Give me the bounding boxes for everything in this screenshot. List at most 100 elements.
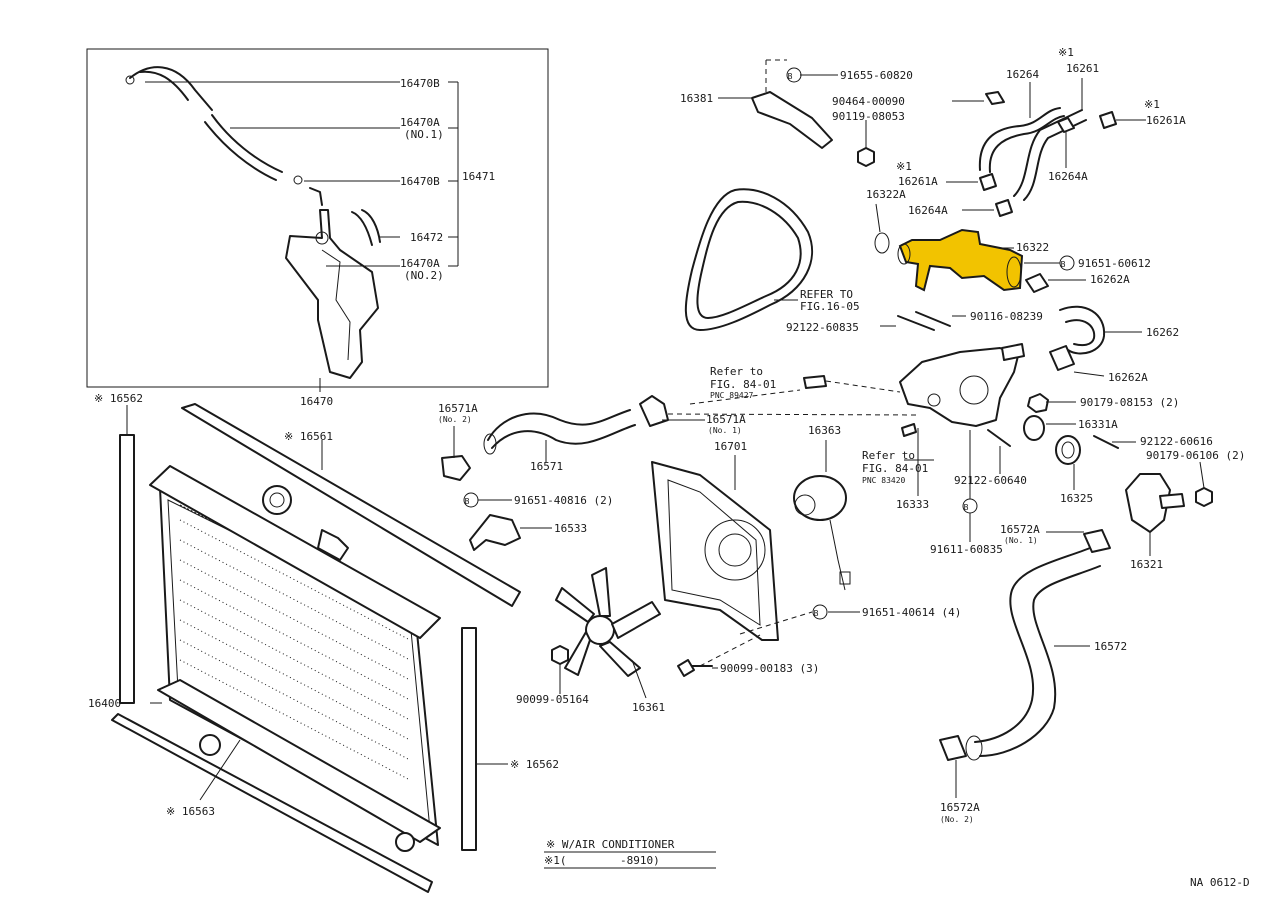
hose-16470B-top: [129, 66, 213, 111]
reservoir-inset: [86, 48, 549, 392]
label-16321: 16321: [1130, 558, 1163, 571]
drive-belt: [684, 188, 813, 331]
label-16572A-no2-sub: (No. 2): [940, 815, 974, 824]
label-16262A-bot: 16262A: [1108, 371, 1148, 384]
label-refer-8401a-l1: Refer to: [710, 365, 763, 378]
bypass-hose-group: [946, 78, 1146, 217]
clamp-16261A-right: [1099, 111, 1117, 129]
mark-b-2: B: [814, 609, 819, 618]
legend-notes: [544, 851, 716, 869]
reservoir-tank: [285, 209, 379, 379]
water-inlet-housing: [899, 347, 1019, 427]
label-16563: ※ 16563: [166, 805, 215, 818]
mark-16261A-right: ※1: [1144, 98, 1160, 111]
fan-shroud-16701: [651, 461, 779, 641]
label-16572A-no1: 16572A: [1000, 523, 1040, 536]
label-refer-1605-l2: FIG.16-05: [800, 300, 860, 313]
label-16470A-no1: 16470A: [400, 116, 440, 129]
water-inlet-group: [1125, 461, 1213, 556]
seal-16563: [111, 713, 433, 893]
label-90179-06106: 90179-06106 (2): [1146, 449, 1245, 462]
label-16571A-no1-sub: (No. 1): [708, 426, 742, 435]
label-16333: 16333: [896, 498, 929, 511]
label-refer-8401b-pnc: PNC 83420: [862, 476, 906, 485]
bracket-16381: [751, 91, 833, 149]
label-16562-left: ※ 16562: [94, 392, 143, 405]
label-16322A: 16322A: [866, 188, 906, 201]
label-16470B-mid: 16470B: [400, 175, 440, 188]
gasket-16325: [1055, 435, 1081, 465]
fan-motor-16363: [793, 475, 847, 521]
sensor-pnc-83420: [901, 423, 917, 437]
hose-16572: [974, 547, 1091, 743]
hose-16262: [1059, 305, 1106, 355]
note-date-mark: ※1(: [544, 854, 566, 867]
label-16571A-no2: 16571A: [438, 402, 478, 415]
label-90099-05164: 90099-05164: [516, 693, 589, 706]
fan-blade-16361: [555, 567, 661, 677]
fan-group: [551, 440, 860, 699]
label-16261A-mid: 16261A: [898, 175, 938, 188]
radiator-upper-tank: [149, 465, 441, 639]
hose-16472: [351, 211, 373, 246]
clamp-16571A-no1: [639, 395, 669, 427]
radiator-cap-icon: [262, 485, 292, 515]
label-16325: 16325: [1060, 492, 1093, 505]
label-16264A-left: 16264A: [908, 204, 948, 217]
label-refer-8401a-l2: FIG. 84-01: [710, 378, 776, 391]
label-16562-right: ※ 16562: [510, 758, 559, 771]
label-16470: 16470: [300, 395, 333, 408]
clamp-16571A-no2: [441, 455, 471, 481]
label-16331A: 16331A: [1078, 418, 1118, 431]
label-16264A-right: 16264A: [1048, 170, 1088, 183]
label-90464-00090: 90464-00090: [832, 95, 905, 108]
label-16261: 16261: [1066, 62, 1099, 75]
label-16363: 16363: [808, 424, 841, 437]
label-16561: ※ 16561: [284, 430, 333, 443]
clamp-16264A-left: [995, 199, 1013, 217]
upper-hose-group: [441, 395, 705, 551]
label-16572: 16572: [1094, 640, 1127, 653]
clamp-16572A-no2: [939, 735, 967, 761]
hose-16261: [1013, 109, 1083, 197]
label-16264: 16264: [1006, 68, 1039, 81]
label-16470A-no1-sub: (NO.1): [404, 128, 444, 141]
label-92122-60835: 92122-60835: [786, 321, 859, 334]
label-refer-8401b-l1: Refer to: [862, 449, 915, 462]
label-16572A-no1-sub: (No. 1): [1004, 536, 1038, 545]
label-16262: 16262: [1146, 326, 1179, 339]
clamp-16262A-top: [1025, 273, 1049, 293]
label-90179-08153: 90179-08153 (2): [1080, 396, 1179, 409]
seal-16562-left: [119, 434, 135, 704]
seal-16562-right: [461, 627, 477, 851]
lower-hose-group: [939, 529, 1111, 798]
fitting-90464-00090: [985, 91, 1005, 105]
label-16470A-no2-sub: (NO.2): [404, 269, 444, 282]
thermostat-16331A: [1023, 415, 1045, 441]
label-16572A-no2: 16572A: [940, 801, 980, 814]
label-16361: 16361: [632, 701, 665, 714]
label-16381: 16381: [680, 92, 713, 105]
label-16262A-top: 16262A: [1090, 273, 1130, 286]
bolt-90119-08053: [857, 147, 875, 167]
radiator-assembly: [111, 403, 521, 893]
label-91611-60835: 91611-60835: [930, 543, 1003, 556]
bracket-group: [718, 59, 875, 167]
sensor-pnc-89427: [803, 375, 827, 389]
nut-90179-06106: [1195, 487, 1213, 507]
label-91651-40614: 91651-40614 (4): [862, 606, 961, 619]
label-16261A-right: 16261A: [1146, 114, 1186, 127]
bracket-16533: [469, 514, 521, 551]
clamp-16262A-bot: [1049, 345, 1075, 371]
reservoir-cap-icon: [315, 231, 329, 245]
gasket-16322A: [874, 232, 890, 254]
label-92122-60640: 92122-60640: [954, 474, 1027, 487]
clamp-16264A-right: [1057, 117, 1075, 133]
label-refer-1605-l1: REFER TO: [800, 288, 853, 301]
label-90099-00183: 90099-00183 (3): [720, 662, 819, 675]
hose-16571: [487, 409, 631, 441]
label-92122-60616: 92122-60616: [1140, 435, 1213, 448]
seal-16561: [181, 403, 521, 607]
label-16533: 16533: [554, 522, 587, 535]
